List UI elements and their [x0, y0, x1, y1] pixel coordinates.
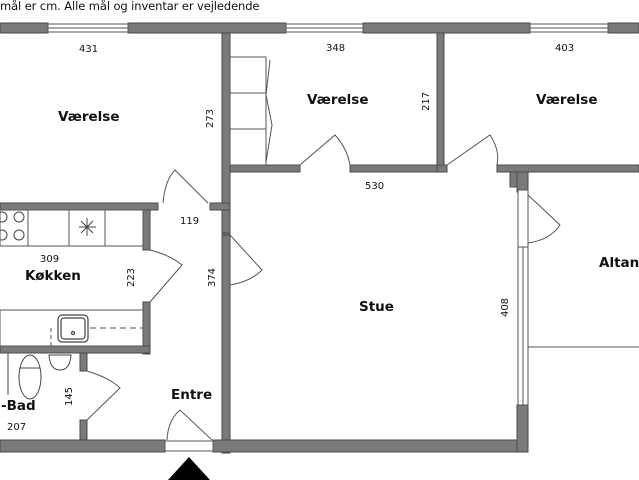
wardrobe [229, 56, 273, 166]
room-label-vaerelse-1: Værelse [58, 109, 120, 125]
washbasin-icon [48, 354, 72, 371]
extractor-fan-icon [79, 218, 96, 236]
doors [86, 134, 561, 452]
room-label-altan: Altan [599, 255, 639, 271]
dimension-width-vaerelse-3: 403 [555, 43, 575, 54]
dimension-width-kokken: 309 [40, 254, 60, 265]
room-label-kokken: Køkken [25, 268, 81, 284]
dimension-width-bad: 207 [7, 422, 27, 433]
dimension-width-vaerelse-2: 348 [326, 43, 346, 54]
dimension-hallway: 119 [180, 216, 200, 227]
dimension-depth-bad: 145 [64, 386, 76, 407]
dimension-width-vaerelse-1: 431 [79, 44, 99, 55]
walls [0, 22, 639, 454]
room-label-stue: Stue [359, 299, 394, 315]
disclaimer-note: mål er cm. Alle mål og inventar er vejle… [0, 0, 260, 13]
windows [47, 23, 609, 406]
room-label-bad: -Bad [1, 398, 36, 414]
dimension-depth-vaerelse-1: 273 [205, 108, 217, 129]
room-label-vaerelse-3: Værelse [536, 92, 598, 108]
dimension-depth-vaerelse-2: 217 [421, 91, 433, 112]
dimension-depth-entre: 374 [207, 267, 219, 288]
dimension-depth-kokken: 223 [126, 267, 138, 288]
room-label-entre: Entre [171, 387, 213, 403]
dimension-width-stue: 530 [365, 181, 385, 192]
stove-icon [0, 211, 25, 241]
dimension-depth-stue: 408 [500, 297, 512, 318]
room-label-vaerelse-2: Værelse [307, 92, 369, 108]
toilet-icon [18, 354, 42, 400]
entrance-arrow-icon [168, 457, 210, 480]
sink-icon [57, 314, 89, 343]
